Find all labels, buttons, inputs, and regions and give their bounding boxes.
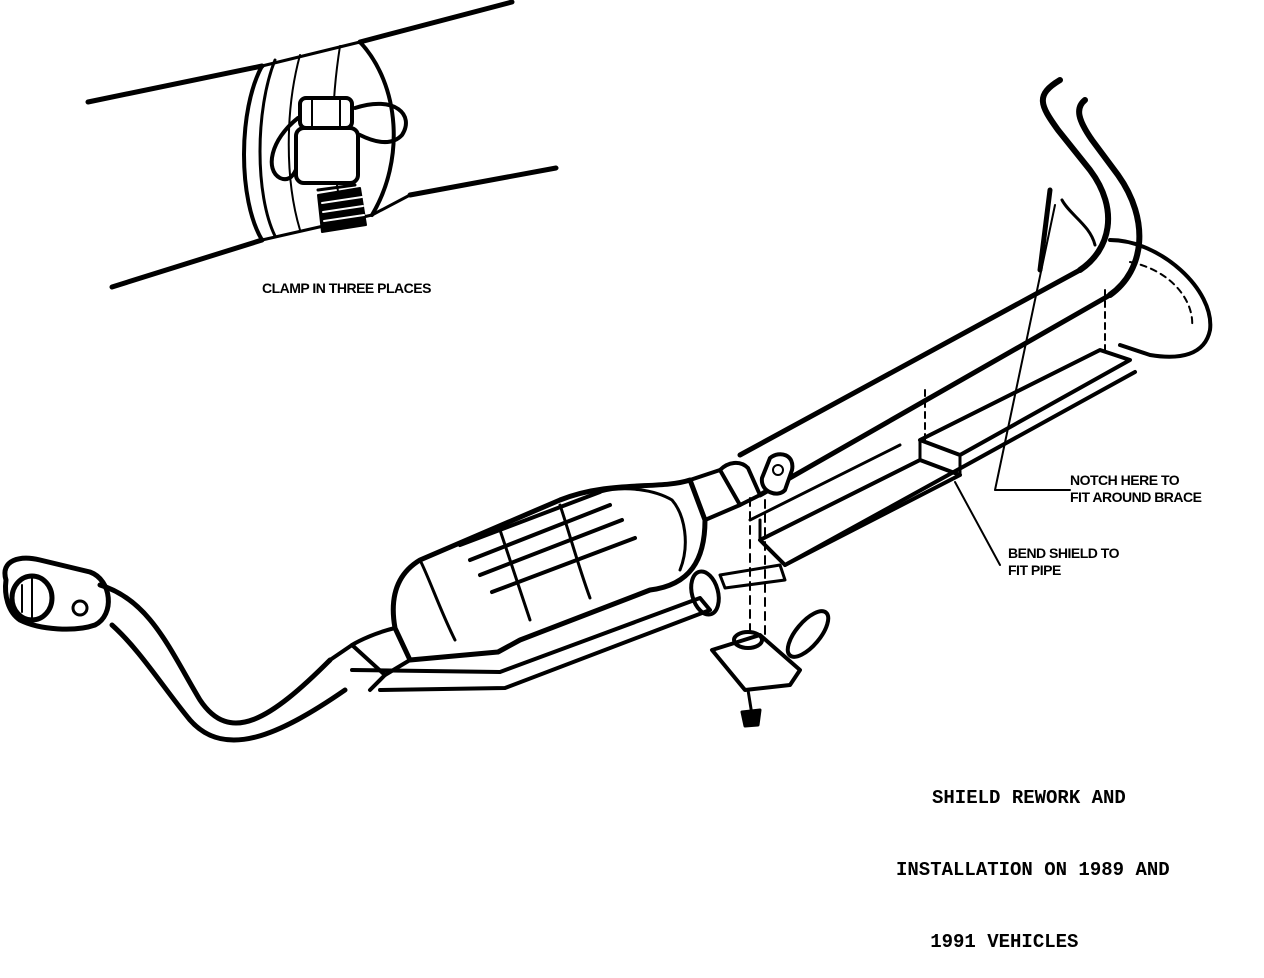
caption-line-1: SHIELD REWORK AND [932,787,1126,809]
caption-line-3: 1991 VEHICLES [896,931,1079,953]
clamp-label: CLAMP IN THREE PLACES [262,280,431,296]
exhaust-assembly-illustration [5,80,1210,740]
caption-line-2: INSTALLATION ON 1989 AND [896,859,1170,881]
notch-label-line-1: NOTCH HERE TO [1070,472,1180,488]
diagram-caption: SHIELD REWORK AND INSTALLATION ON 1989 A… [896,738,1170,978]
bend-label: BEND SHIELD TO FIT PIPE [1008,545,1119,579]
bend-label-line-1: BEND SHIELD TO [1008,545,1119,561]
clamp-detail-illustration [88,2,556,287]
notch-label-line-2: FIT AROUND BRACE [1070,489,1202,505]
notch-label: NOTCH HERE TO FIT AROUND BRACE [1070,472,1202,506]
exhaust-diagram [0,0,1264,810]
bend-label-line-2: FIT PIPE [1008,562,1061,578]
